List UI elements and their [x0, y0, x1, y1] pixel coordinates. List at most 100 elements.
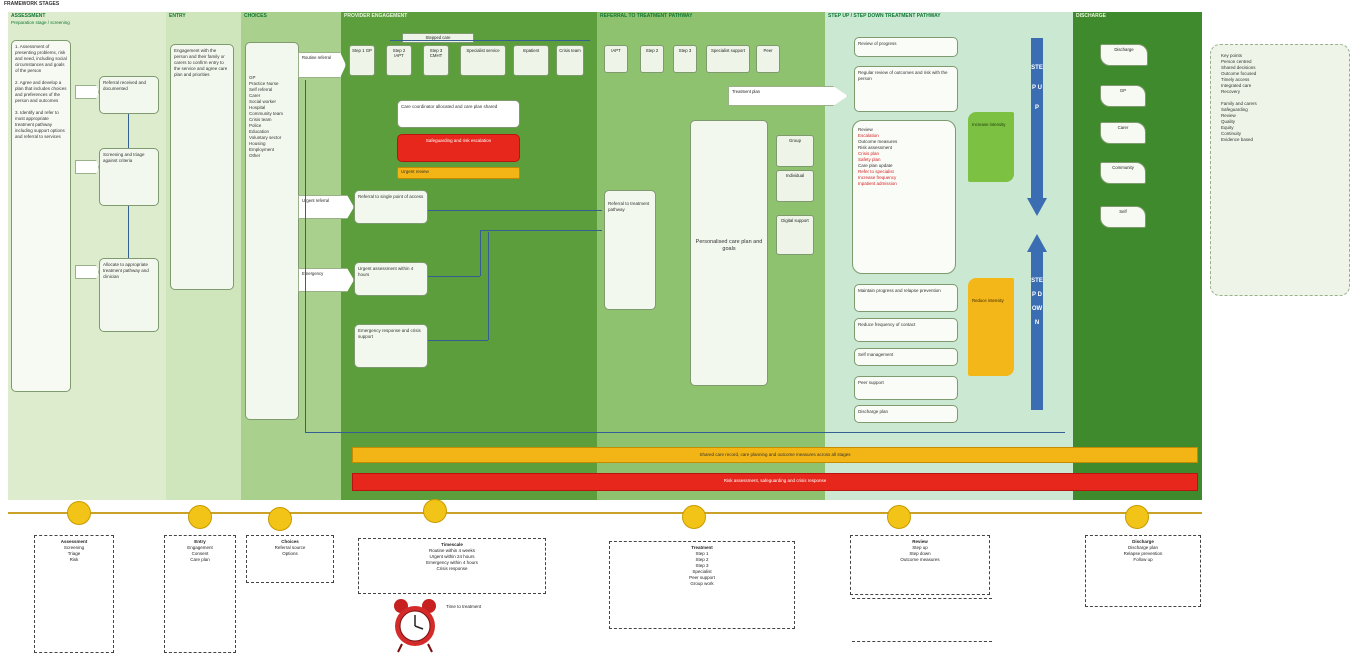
choice-item: Housing	[249, 141, 266, 146]
assessment-steps-box: 1. Assessment of presenting problems, ri…	[11, 40, 71, 392]
card-line: Step down	[909, 551, 931, 556]
connector-line	[488, 232, 489, 340]
card-line: Risk	[69, 557, 79, 562]
side-note: Key points	[1221, 53, 1243, 58]
step-down-arrow-icon: STEP DOWN	[1027, 234, 1047, 410]
emergency-arrow: Emergency	[298, 268, 354, 292]
side-note: Equity	[1221, 125, 1234, 130]
card-line: Follow up	[1133, 557, 1153, 562]
side-note: Timely access	[1221, 77, 1250, 82]
risk-red-bar: Risk assessment, safeguarding and crisis…	[352, 473, 1198, 491]
connector-line	[128, 206, 129, 258]
choice-item: Hospital	[249, 105, 266, 110]
emergency-response-box: Emergency response and crisis support	[354, 324, 428, 368]
provider-step-pill: Crisis team	[556, 45, 584, 76]
card-line: Step up	[912, 545, 928, 550]
action-item: Risk assessment	[858, 145, 893, 150]
action-item-urgent: Escalation	[858, 133, 879, 138]
entry-box: Engagement with the person and their fam…	[170, 44, 234, 290]
referral-pill: Step 2	[640, 45, 664, 73]
connector-line	[305, 432, 1065, 433]
step-down-box: Reduce frequency of contact	[854, 318, 958, 342]
card-line: Emergency within 4 hours	[426, 560, 478, 565]
card-line: Step 2	[695, 557, 709, 562]
assessment-arrow	[75, 160, 99, 174]
referral-pill: Peer	[756, 45, 780, 73]
action-item: Outcome measures	[858, 139, 898, 144]
assessment-step-1: 1. Assessment of presenting problems, ri…	[15, 44, 67, 73]
card-title: Entry	[194, 539, 206, 544]
timeline-milestone-icon	[1125, 505, 1149, 529]
timeline-milestone-icon	[188, 505, 212, 529]
choice-item: Practice Nurse	[249, 81, 279, 86]
side-note: Shared decisions	[1221, 65, 1256, 70]
column-title: CHOICES	[244, 13, 267, 19]
provider-step-pill: Inpatient	[513, 45, 549, 76]
discharge-flag: GP	[1100, 85, 1146, 107]
card-line: Referral source	[274, 545, 306, 550]
connector-line	[128, 114, 129, 148]
review-progress-box: Review of progress	[854, 37, 958, 57]
urgent-referral-arrow: Urgent referral	[298, 195, 354, 219]
care-coordinator-box: Care coordinator allocated and care plan…	[397, 100, 520, 128]
urgent-assessment-box: Urgent assessment within 4 hours	[354, 262, 428, 296]
side-note: Person centred	[1221, 59, 1252, 64]
step-up-label: STEP UP	[1031, 65, 1043, 111]
timeline-milestone-icon	[423, 499, 447, 523]
step-down-box: Maintain progress and relapse prevention	[854, 284, 958, 312]
action-item-urgent: Crisis plan	[858, 151, 880, 156]
provider-step-pill: Step 2 IAPT	[386, 45, 412, 76]
timeline-card-timescale: Timescale Routine within 4 weeks Urgent …	[358, 538, 546, 594]
provider-step-pill: Specialist service	[460, 45, 506, 76]
choices-list: GP Practice Nurse Self referral Carer So…	[245, 42, 299, 420]
card-title: Treatment	[691, 545, 713, 550]
card-line: Triage	[67, 551, 81, 556]
choice-item: Police	[249, 123, 262, 128]
action-item-urgent: Increase frequency	[858, 175, 897, 180]
bracket-line	[390, 40, 590, 41]
treatment-option-pill: Group	[776, 135, 814, 167]
timeline-card-choices: Choices Referral source Options	[246, 535, 334, 583]
choice-item: Employment	[249, 147, 275, 152]
column-title: PROVIDER ENGAGEMENT	[344, 13, 408, 19]
clock-note: Time to treatment	[446, 604, 482, 609]
column-title: ASSESSMENT	[11, 13, 46, 19]
assessment-step-2: 2. Agree and develop a plan that include…	[15, 80, 67, 103]
card-line: Crisis response	[436, 566, 468, 571]
discharge-flag: Discharge	[1100, 44, 1148, 66]
side-note: Family and carers	[1221, 101, 1257, 106]
card-line: Discharge plan	[1127, 545, 1159, 550]
provider-step-pill: Step 1 GP	[349, 45, 375, 76]
provider-step-pill: Step 3 CMHT	[423, 45, 449, 76]
discharge-flag: Carer	[1100, 122, 1146, 144]
review-card-notes	[852, 598, 992, 642]
action-item-urgent: Safety plan	[858, 157, 881, 162]
review-outcomes-box: Regular review of outcomes and risk with…	[854, 66, 958, 112]
card-line: Care plan	[190, 557, 210, 562]
card-title: Choices	[281, 539, 299, 544]
side-note: Outcome focused	[1221, 71, 1257, 76]
connector-line	[305, 80, 306, 432]
referral-left-box: Referral to treatment pathway	[604, 190, 656, 310]
treatment-option-pill: Individual	[776, 170, 814, 202]
column-title: REFERRAL TO TREATMENT PATHWAY	[600, 13, 693, 19]
side-notes-panel: Key points Person centred Shared decisio…	[1210, 44, 1350, 296]
discharge-flag: Community	[1100, 162, 1146, 184]
alarm-clock-icon	[392, 596, 438, 654]
action-item: Review	[858, 127, 873, 132]
card-line: Screening	[63, 545, 85, 550]
action-item-urgent: Inpatient admission	[858, 181, 897, 186]
step-up-arrow-icon: STEP UP	[1027, 38, 1047, 216]
timeline-milestone-icon	[67, 501, 91, 525]
single-point-access-box: Referral to single point of access	[354, 190, 428, 224]
card-line: Routine within 4 weeks	[428, 548, 476, 553]
shared-care-yellow-bar: Shared care record, care planning and ou…	[352, 447, 1198, 463]
choice-item: Education	[249, 129, 270, 134]
card-line: Step 1	[695, 551, 709, 556]
side-note: Quality	[1221, 119, 1236, 124]
choice-item: Community team	[249, 111, 284, 116]
step-down-label: STEP DOWN	[1031, 278, 1043, 326]
choice-item: Self referral	[249, 87, 273, 92]
column-subtitle: Preparation stage / screening	[11, 20, 70, 25]
personalised-care-box: Personalised care plan and goals	[690, 120, 768, 386]
